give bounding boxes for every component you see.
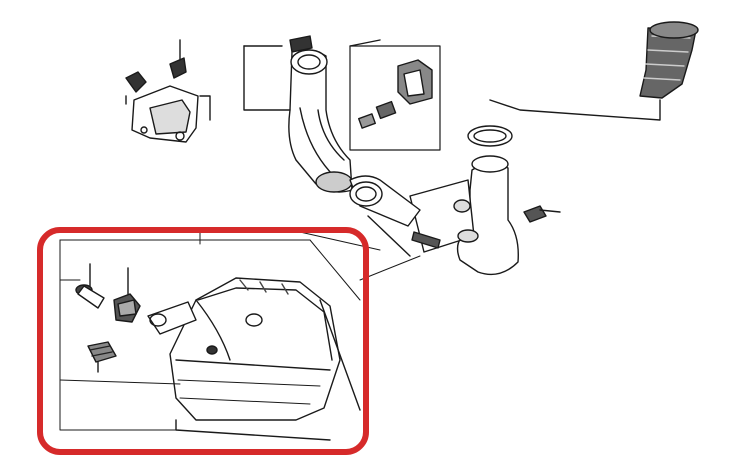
- nut: [113, 267, 141, 323]
- bolt: [523, 205, 561, 223]
- pipe-elbow: [243, 35, 353, 193]
- manifold-tee: [349, 155, 519, 276]
- leader-lines: [59, 231, 421, 431]
- air-box-housing: [147, 277, 361, 441]
- hose-connector: [87, 341, 117, 373]
- collar-bushing: [75, 263, 105, 309]
- highlight-frame: [37, 227, 369, 455]
- clamp-bracket: [349, 39, 441, 151]
- o-ring: [467, 125, 513, 147]
- rubber-boot-hose: [489, 21, 699, 121]
- bracket-assembly: [125, 39, 211, 143]
